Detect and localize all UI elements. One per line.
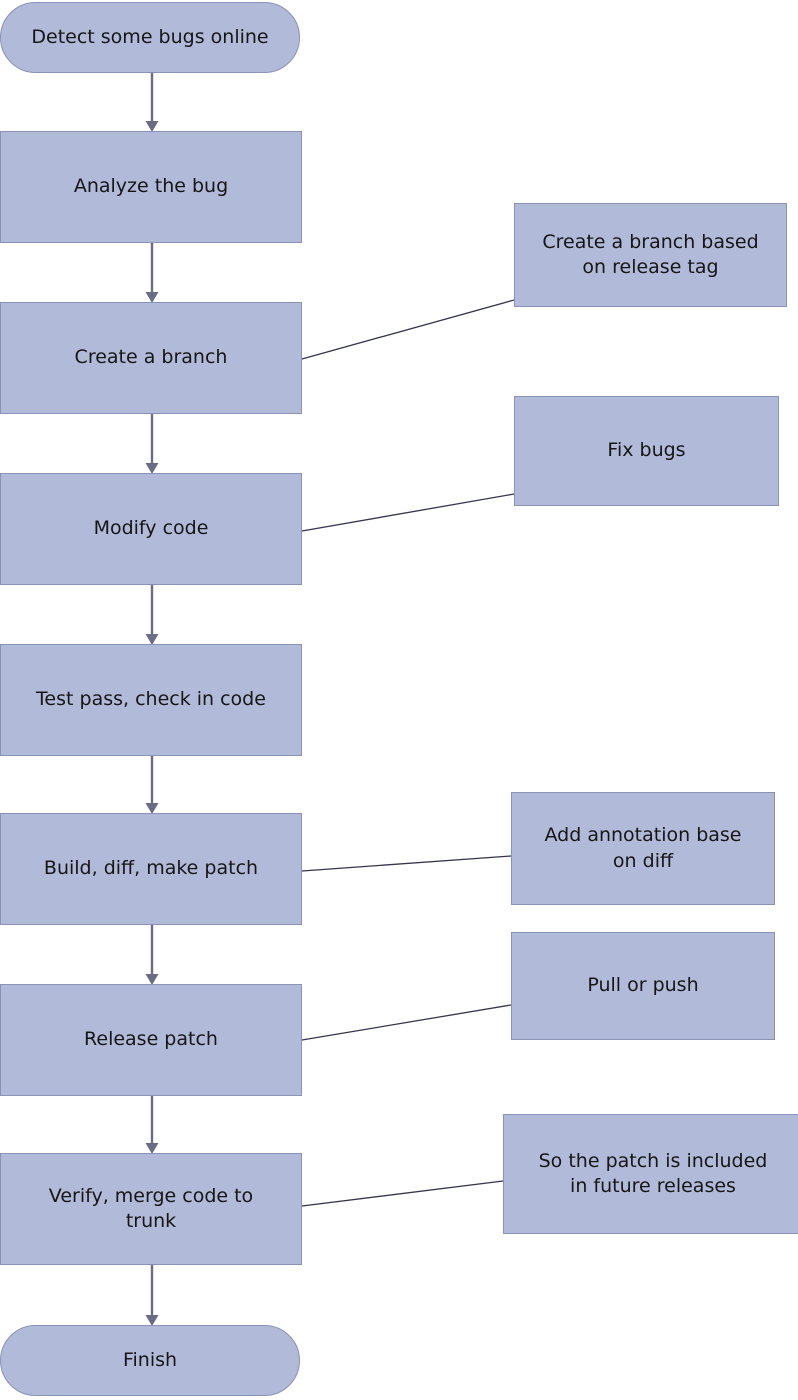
process-node-label: Create a branch [74,346,228,369]
annotation-node-note-add-annotation[interactable]: Add annotation base on diff [511,792,775,905]
process-node-label: Modify code [93,517,209,540]
annotation-node-note-create-branch[interactable]: Create a branch based on release tag [514,203,787,307]
process-node-verify-merge[interactable]: Verify, merge code to trunk [0,1153,302,1265]
process-node-label: Test pass, check in code [36,688,266,711]
annotation-node-label: Add annotation base on diff [544,824,742,872]
note-connectors [301,299,515,1207]
connector-fix-bugs [301,493,515,532]
process-node-label: Detect some bugs online [31,25,269,48]
process-node-label: Finish [122,1348,178,1371]
process-node-label: Release patch [84,1028,218,1051]
annotation-node-label: So the patch is included in future relea… [538,1149,768,1197]
process-node-release-patch[interactable]: Release patch [0,984,302,1096]
annotation-node-label: Pull or push [587,974,699,997]
connector-pull-push [301,1004,512,1041]
annotation-node-label: Fix bugs [607,439,686,462]
process-node-create-branch[interactable]: Create a branch [0,302,302,414]
process-node-test-checkin[interactable]: Test pass, check in code [0,644,302,756]
process-node-analyze[interactable]: Analyze the bug [0,131,302,243]
annotation-node-note-pull-push[interactable]: Pull or push [511,932,775,1040]
process-node-label: Verify, merge code to trunk [48,1184,254,1232]
process-node-label: Build, diff, make patch [43,857,259,880]
process-node-detect[interactable]: Detect some bugs online [0,2,300,73]
connector-create-branch [301,299,515,360]
process-node-build-diff-patch[interactable]: Build, diff, make patch [0,813,302,925]
process-node-modify-code[interactable]: Modify code [0,473,302,585]
connector-future-releases [301,1180,504,1207]
process-node-finish[interactable]: Finish [0,1325,300,1396]
process-node-label: Analyze the bug [73,175,229,198]
annotation-node-note-fix-bugs[interactable]: Fix bugs [514,396,779,506]
annotation-node-note-future-releases[interactable]: So the patch is included in future relea… [503,1114,798,1234]
annotation-node-label: Create a branch based on release tag [542,230,759,278]
connector-add-annotation [301,855,512,872]
